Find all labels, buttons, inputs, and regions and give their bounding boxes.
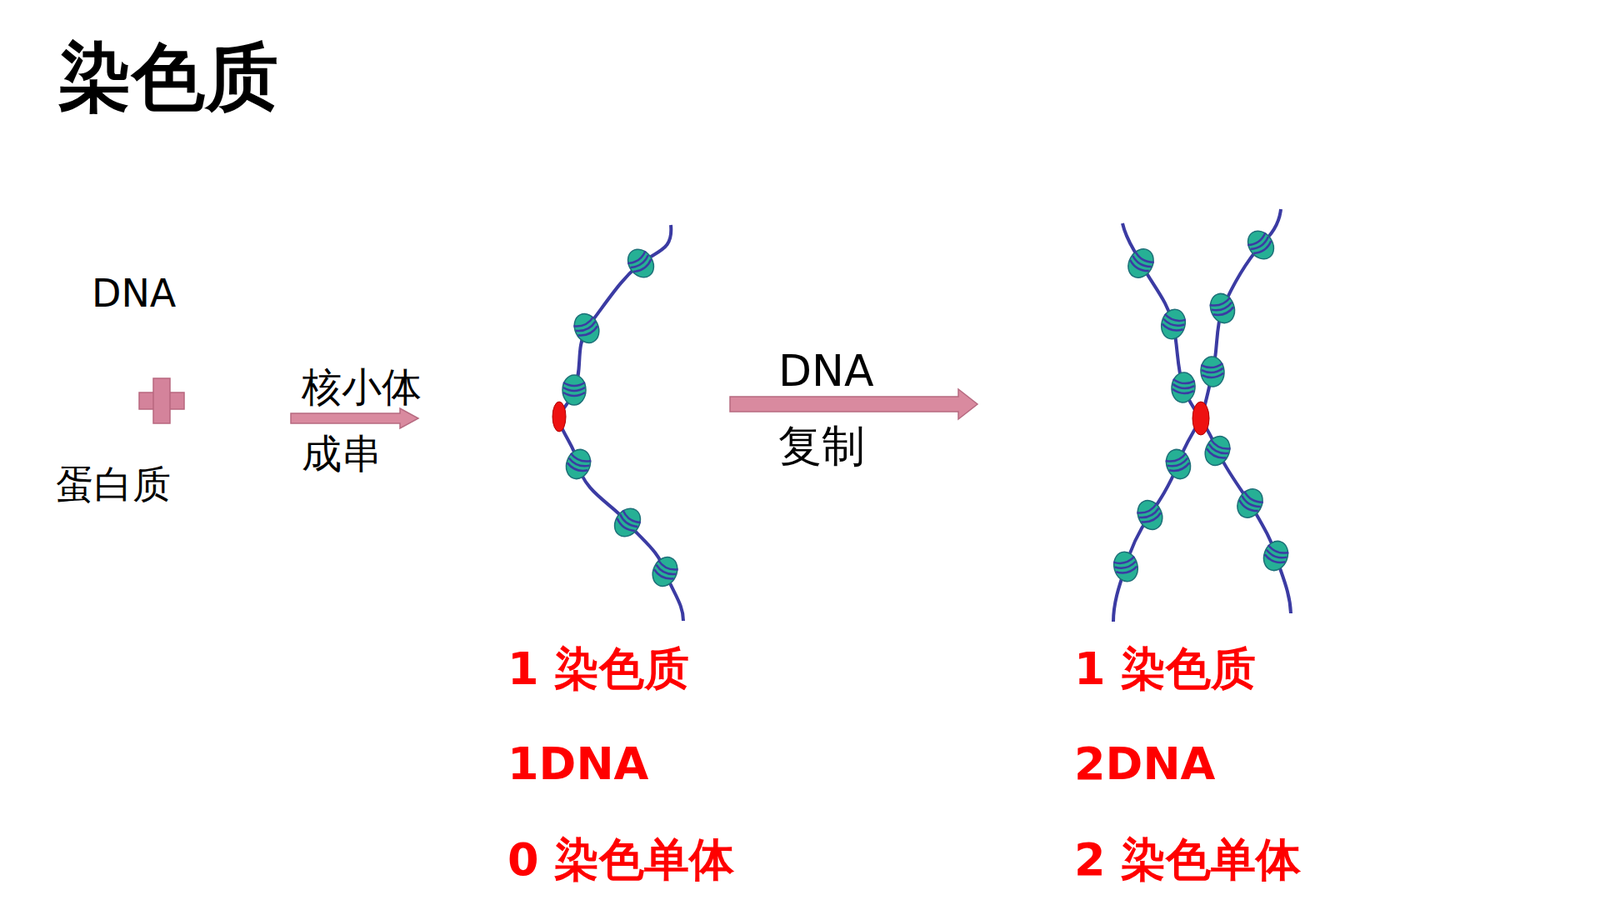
dna-wrap xyxy=(1172,379,1195,385)
dna-wrap xyxy=(1263,554,1285,565)
count-label: 2DNA xyxy=(1074,737,1215,792)
dna-wrap xyxy=(563,392,585,396)
dna-wrap xyxy=(563,387,585,391)
dna-wrap xyxy=(1171,389,1194,395)
arrow-label: DNA 复制 xyxy=(778,333,891,484)
nucleosome xyxy=(1206,290,1240,326)
count-label: 1 染色质 xyxy=(507,642,690,697)
dna-wrap xyxy=(615,518,635,534)
dna-wrap xyxy=(1205,448,1226,461)
dna-wrap xyxy=(1200,363,1223,369)
dna-wrap xyxy=(1161,324,1184,334)
nucleosome-core xyxy=(1158,306,1189,342)
nucleosome xyxy=(609,503,646,542)
nucleosome-core xyxy=(1206,290,1240,326)
dna-wrap xyxy=(1237,500,1259,514)
dna-wrap xyxy=(652,569,674,582)
dna-wrap xyxy=(1242,491,1264,505)
count-label: 0 染色单体 xyxy=(507,833,735,888)
nucleosome-core xyxy=(1200,432,1235,470)
count-label: 2 染色单体 xyxy=(1074,833,1301,888)
nucleosome-core xyxy=(1133,496,1168,534)
nucleosome xyxy=(570,310,605,347)
dna-wrap xyxy=(1169,462,1191,474)
nucleosome-core xyxy=(622,244,660,283)
nucleosome xyxy=(1232,484,1268,522)
nucleosome-core xyxy=(1232,484,1268,522)
nucleosome xyxy=(1133,496,1168,534)
nucleosome xyxy=(1158,306,1189,342)
dna-wrap xyxy=(565,462,588,474)
nucleosome-core xyxy=(562,445,595,482)
centromere xyxy=(552,401,566,432)
arrow-shape xyxy=(290,408,419,429)
nucleosome xyxy=(562,375,586,405)
dna-wrap xyxy=(1253,240,1274,256)
nucleosome-core xyxy=(1199,355,1225,388)
plus-bar xyxy=(153,378,170,424)
nucleosome-core xyxy=(1110,549,1141,585)
dna-wrap xyxy=(1247,232,1268,248)
nucleosome xyxy=(1200,432,1235,470)
nucleosome-core xyxy=(570,310,605,347)
count-label: 1DNA xyxy=(507,737,649,792)
chromosome-figure xyxy=(1110,209,1292,622)
dna-strand xyxy=(1200,209,1291,614)
nucleosome-core xyxy=(562,375,586,405)
nucleosome-core xyxy=(609,503,646,542)
count-label: 1 染色质 xyxy=(1074,642,1256,697)
dna-wrap xyxy=(633,259,654,275)
plus-sign xyxy=(139,378,185,424)
slide-title: 染色质 xyxy=(58,33,279,122)
dna-wrap xyxy=(1128,260,1150,274)
dna-wrap xyxy=(1130,255,1152,270)
nucleosome-core xyxy=(648,553,683,590)
chromatin-figure xyxy=(559,225,684,621)
nucleosome xyxy=(648,553,683,590)
nucleosome xyxy=(1123,244,1159,282)
component-label: DNA xyxy=(91,270,176,317)
dna-wrap xyxy=(1140,512,1162,525)
dna-strand xyxy=(559,225,684,621)
dna-wrap xyxy=(1172,384,1195,390)
component-label: 蛋白质 xyxy=(55,461,171,508)
dna-wrap xyxy=(1250,236,1271,252)
nucleosome xyxy=(622,244,660,283)
dna-wrap xyxy=(627,250,648,266)
dna-wrap xyxy=(563,382,585,386)
dna-wrap xyxy=(1213,306,1235,318)
dna-strand xyxy=(1113,223,1201,622)
nucleosome-core xyxy=(1162,445,1195,482)
nucleosome xyxy=(562,445,595,482)
nucleosome xyxy=(1110,549,1141,585)
dna-wrap xyxy=(1240,495,1261,510)
dna-wrap xyxy=(1115,566,1138,576)
nucleosome-core xyxy=(1123,244,1159,282)
nucleosome xyxy=(1260,537,1293,574)
nucleosome xyxy=(1162,445,1195,482)
nucleosome xyxy=(1242,225,1280,265)
dna-wrap xyxy=(1201,368,1224,374)
nucleosome-core xyxy=(1260,537,1293,574)
centromere xyxy=(1192,401,1210,435)
dna-wrap xyxy=(630,255,651,270)
dna-wrap xyxy=(1201,373,1224,379)
dna-wrap xyxy=(618,514,639,530)
arrow-label: 核小体 成串 xyxy=(301,353,434,487)
nucleosome xyxy=(1170,371,1196,404)
dna-wrap xyxy=(620,510,641,525)
dna-wrap xyxy=(577,325,599,339)
nucleosome-core xyxy=(1242,225,1280,265)
nucleosome-core xyxy=(1170,371,1196,404)
nucleosome xyxy=(1199,355,1225,388)
dna-wrap xyxy=(1133,251,1155,265)
